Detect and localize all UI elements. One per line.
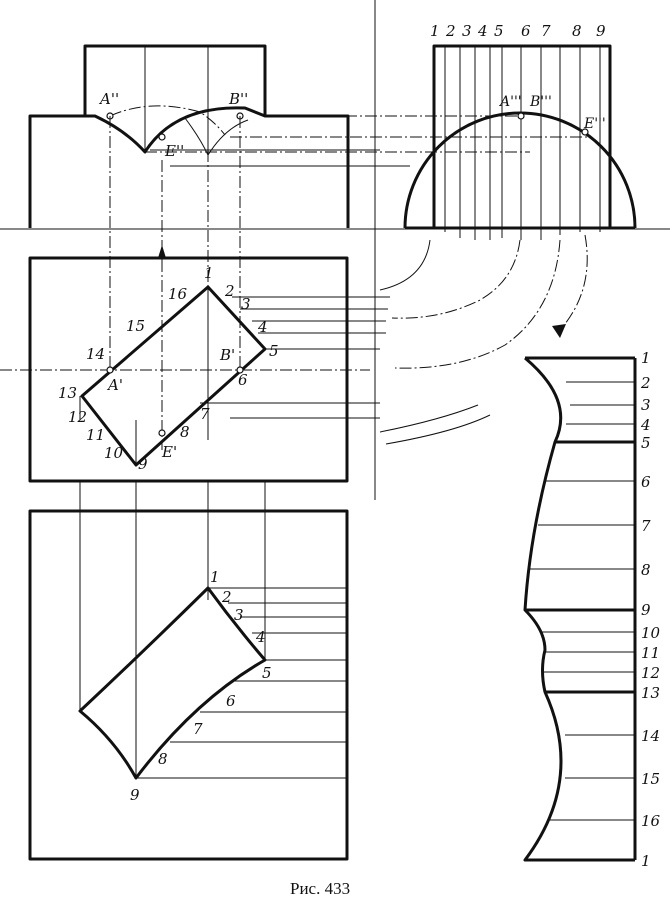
dev-num-9: 9 <box>641 601 651 619</box>
dev-num-3: 3 <box>641 396 651 414</box>
side-num-4: 4 <box>477 22 488 40</box>
sec-num-7: 7 <box>193 720 203 738</box>
top-num-8: 8 <box>180 423 190 441</box>
front-view: A'' B'' E'' <box>28 44 350 228</box>
sec-num-1: 1 <box>210 568 220 586</box>
top-num-3: 3 <box>241 295 251 313</box>
top-num-7: 7 <box>200 405 210 423</box>
label-b1: B' <box>219 346 235 364</box>
side-num-7: 7 <box>541 22 551 40</box>
top-view: 1 2 3 4 5 6 7 8 9 10 11 12 13 14 15 16 A… <box>0 256 390 483</box>
dev-num-2: 2 <box>640 374 651 392</box>
sec-num-9: 9 <box>130 786 140 804</box>
sec-num-6: 6 <box>226 692 236 710</box>
label-a1: A' <box>106 376 123 394</box>
sec-num-8: 8 <box>158 750 168 768</box>
label-e2: E'' <box>164 142 184 160</box>
development: 1 2 3 4 5 6 7 8 9 10 11 12 13 14 15 16 1 <box>523 349 661 870</box>
label-b3: B''' <box>529 94 552 110</box>
point-a3 <box>517 112 525 120</box>
top-num-4: 4 <box>257 318 268 336</box>
label-e3: E''' <box>583 116 606 132</box>
sec-num-5: 5 <box>262 664 272 682</box>
dev-num-15: 15 <box>641 770 660 788</box>
dev-num-1: 1 <box>641 349 651 367</box>
top-num-13: 13 <box>58 384 77 402</box>
dev-num-14: 14 <box>641 727 660 745</box>
side-num-3: 3 <box>462 22 472 40</box>
top-num-11: 11 <box>86 426 105 444</box>
top-num-9: 9 <box>138 455 148 473</box>
top-num-16: 16 <box>168 285 188 303</box>
side-num-8: 8 <box>572 22 582 40</box>
side-view: A''' B''' E''' 1 2 3 4 5 6 7 8 9 <box>403 22 637 240</box>
dev-num-5: 5 <box>641 434 651 452</box>
sec-num-4: 4 <box>255 628 266 646</box>
dev-num-7: 7 <box>641 517 651 535</box>
top-num-12: 12 <box>68 408 87 426</box>
side-num-1: 1 <box>430 22 440 40</box>
top-num-5: 5 <box>269 342 279 360</box>
figure-caption: Рис. 433 <box>290 879 350 898</box>
side-num-2: 2 <box>445 22 456 40</box>
side-num-9: 9 <box>596 22 606 40</box>
top-num-2: 2 <box>224 282 235 300</box>
side-num-5: 5 <box>494 22 504 40</box>
sec-num-2: 2 <box>221 588 232 606</box>
transfer-arcs <box>379 234 588 445</box>
point-e3 <box>581 128 589 136</box>
section-view: 1 2 3 4 5 6 7 8 9 <box>28 480 349 861</box>
dev-num-4: 4 <box>640 416 651 434</box>
top-num-1: 1 <box>204 264 214 282</box>
dev-num-13: 13 <box>641 684 660 702</box>
side-num-6: 6 <box>521 22 531 40</box>
label-a3: A''' <box>498 94 522 110</box>
dev-num-8: 8 <box>641 561 651 579</box>
dev-num-12: 12 <box>641 664 660 682</box>
top-num-6: 6 <box>238 371 248 389</box>
label-e1: E' <box>161 443 177 461</box>
dev-num-1-end: 1 <box>641 852 651 870</box>
label-b2: B'' <box>228 90 248 108</box>
label-a2: A'' <box>98 90 119 108</box>
projection-lines <box>109 115 590 450</box>
point-e2 <box>158 133 166 141</box>
top-num-10: 10 <box>104 444 124 462</box>
dev-num-16: 16 <box>641 812 661 830</box>
dev-num-10: 10 <box>641 624 661 642</box>
dev-num-11: 11 <box>641 644 660 662</box>
top-num-15: 15 <box>126 317 145 335</box>
top-num-14: 14 <box>86 345 105 363</box>
sec-num-3: 3 <box>234 606 244 624</box>
dev-num-6: 6 <box>641 473 651 491</box>
